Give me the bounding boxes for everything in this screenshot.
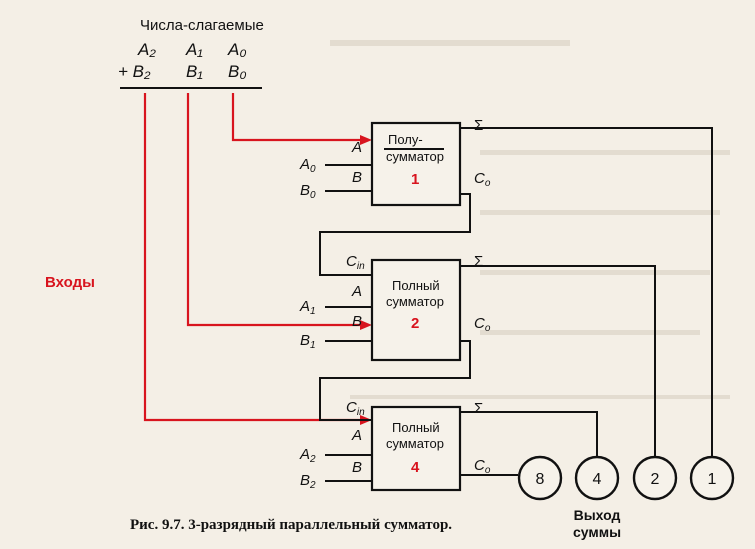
sum-wire-2 — [460, 265, 656, 460]
output-label-8: 8 — [536, 471, 545, 488]
output-nodes: 8 4 2 1 — [517, 455, 735, 501]
output-label-1: 1 — [708, 471, 717, 488]
carry-1-to-2 — [319, 193, 471, 276]
block-4-input-a: A2 — [299, 446, 316, 465]
block-2-port-b-label: B — [352, 313, 362, 330]
block-1-cout-label: Co — [474, 170, 491, 189]
block-1-number: 1 — [411, 171, 419, 188]
input-wires — [143, 93, 372, 425]
block-2-input-a: A1 — [299, 298, 316, 317]
block-4-input-b: B2 — [300, 472, 316, 491]
block-4-box — [370, 405, 462, 492]
block-1-name-line2: сумматор — [386, 149, 444, 164]
header-a2: A₂ — [137, 40, 156, 59]
block-2-name-line2: сумматор — [386, 294, 444, 309]
output-label-line1: Выход — [574, 507, 621, 523]
sum-wire-4 — [460, 411, 598, 460]
wire-b0-arrow — [360, 135, 372, 145]
carry-wires — [319, 193, 518, 476]
block-half-adder: A B Полу- сумматор 1 Σ Co A0 B0 — [299, 117, 491, 207]
block-2-number: 2 — [411, 315, 419, 332]
output-node-4 — [574, 455, 620, 501]
block-2-sum-label: Σ — [474, 253, 483, 270]
block-2-box — [370, 258, 462, 362]
block-4-port-b-label: B — [352, 459, 362, 476]
wire-b1-line — [186, 93, 360, 327]
header-b2: + B₂ — [118, 62, 151, 81]
block-full-adder-2: Cin A B Полный сумматор 2 Σ Co A1 B1 — [299, 253, 491, 362]
block-4-number: 4 — [411, 459, 420, 476]
figure-caption: Рис. 9.7. 3-разрядный параллельный сумма… — [130, 517, 452, 533]
output-label-line2: суммы — [573, 524, 621, 540]
block-2-port-a-label: A — [351, 283, 362, 300]
block-1-input-a: A0 — [299, 156, 316, 175]
carry-2-to-3 — [319, 340, 471, 421]
wire-b2-line — [143, 93, 360, 422]
sum-wire-1 — [460, 127, 713, 460]
header-b1: B₁ — [186, 62, 203, 81]
wire-b0-line — [231, 93, 360, 142]
block-1-sum-label: Σ — [474, 117, 483, 134]
header-b0: B₀ — [228, 62, 247, 81]
output-node-2 — [632, 455, 678, 501]
wire-b1-arrow — [360, 320, 372, 330]
block-2-cin-label: Cin — [346, 253, 365, 272]
block-4-name-line1: Полный — [392, 420, 440, 435]
bit-inputs — [325, 164, 372, 482]
block-2-cout-label: Co — [474, 315, 491, 334]
block-4-port-a-label: A — [351, 427, 362, 444]
block-1-port-b-label: B — [352, 169, 362, 186]
block-1-box — [370, 121, 462, 207]
output-label-4: 4 — [593, 471, 602, 488]
block-4-name-line2: сумматор — [386, 436, 444, 451]
inputs-label: Входы — [45, 274, 95, 291]
header-a0: A₀ — [227, 40, 247, 59]
block-1-input-b: B0 — [300, 182, 316, 201]
header-title: Числа-слагаемые — [140, 17, 264, 34]
block-1-port-a-label: A — [351, 139, 362, 156]
block-full-adder-4: Cin A B Полный сумматор 4 Σ Co A2 B2 — [299, 399, 491, 492]
output-node-1 — [689, 455, 735, 501]
block-4-sum-label: Σ — [474, 400, 483, 417]
output-node-8 — [517, 455, 563, 501]
header-a1: A₁ — [185, 40, 203, 59]
block-4-cin-label: Cin — [346, 399, 365, 418]
block-4-cout-label: Co — [474, 457, 491, 476]
block-2-name-line1: Полный — [392, 278, 440, 293]
output-label-2: 2 — [651, 471, 660, 488]
block-2-input-b: B1 — [300, 332, 316, 351]
background-bleed — [330, 40, 730, 399]
block-1-name-line1: Полу- — [388, 132, 423, 147]
sum-wires — [460, 127, 713, 460]
